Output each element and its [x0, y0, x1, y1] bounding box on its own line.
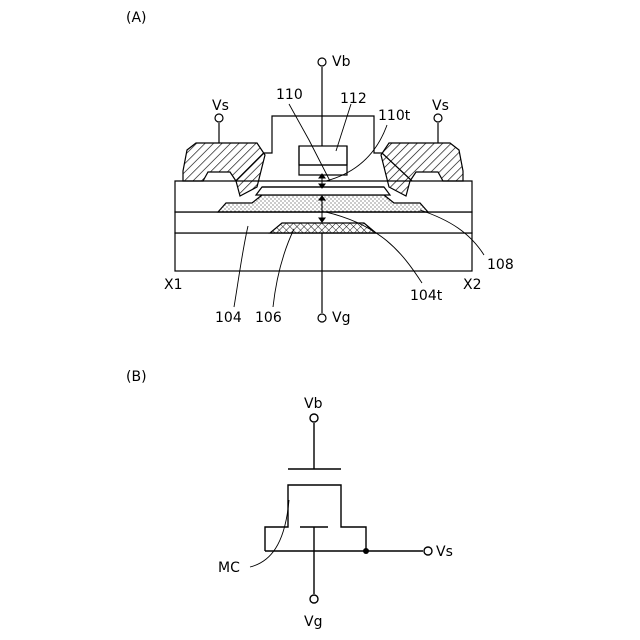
- gate-insulator-110: [256, 187, 390, 195]
- label-mc: MC: [218, 560, 240, 576]
- end-x2: X2: [463, 277, 482, 293]
- ref-108: 108: [487, 257, 514, 273]
- label-vs-b: Vs: [436, 544, 453, 560]
- ref-110: 110: [276, 87, 303, 103]
- label-vb-b: Vb: [304, 396, 323, 412]
- ref-106: 106: [255, 310, 282, 326]
- label-vb-a: Vb: [332, 54, 351, 70]
- leader-112: [336, 104, 351, 151]
- label-vs-right: Vs: [432, 98, 449, 114]
- junction-dot: [363, 548, 369, 554]
- ref-104t: 104t: [410, 288, 443, 304]
- ref-104: 104: [215, 310, 242, 326]
- vg-terminal-dot: [318, 314, 326, 322]
- panel-b-label: (B): [126, 369, 147, 385]
- leader-mc: [250, 500, 289, 567]
- label-vs-left: Vs: [212, 98, 229, 114]
- vb-terminal-dot-b: [310, 414, 318, 422]
- channel-body: [265, 485, 366, 551]
- vg-terminal-dot-b: [310, 595, 318, 603]
- vb-terminal-dot: [318, 58, 326, 66]
- vs-right-terminal-dot: [434, 114, 442, 122]
- ref-112: 112: [340, 91, 367, 107]
- vs-terminal-dot-b: [424, 547, 432, 555]
- transistor-symbol: [250, 414, 432, 603]
- substrate-layer: [175, 233, 472, 271]
- panel-a-label: (A): [126, 10, 147, 26]
- vs-left-terminal-dot: [215, 114, 223, 122]
- end-x1: X1: [164, 277, 183, 293]
- label-vg-a: Vg: [332, 310, 350, 326]
- gate-electrode-112: [299, 146, 347, 165]
- label-vg-b: Vg: [304, 614, 322, 630]
- back-gate-106: [270, 223, 376, 233]
- ref-110t: 110t: [378, 108, 411, 124]
